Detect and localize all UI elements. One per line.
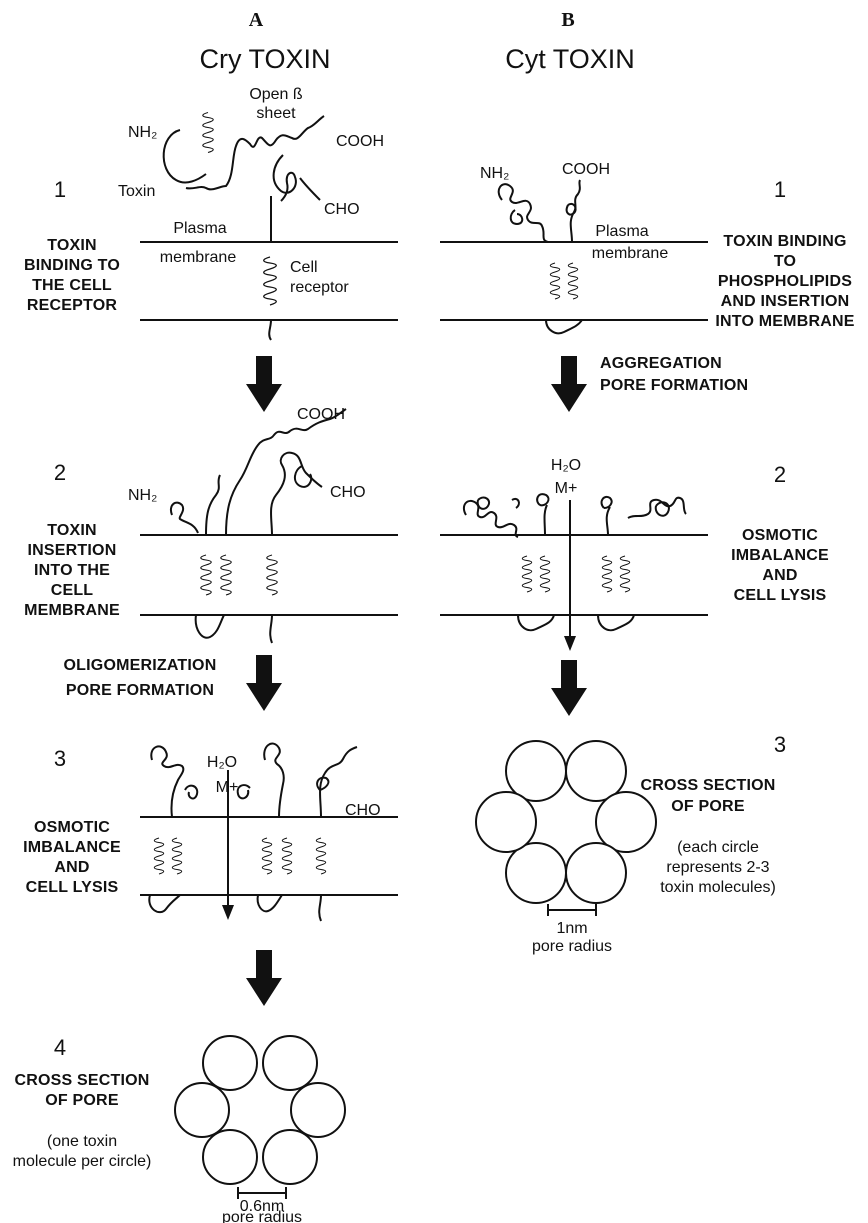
step-a2-caption-line: TOXIN — [47, 522, 97, 539]
toxin-circle — [596, 792, 656, 852]
open-b-sheet-label: sheet — [256, 105, 296, 122]
step-a2-caption-line: INTO THE — [34, 562, 110, 579]
h2o-label: H₂O — [207, 754, 237, 771]
step-b1-caption-line: AND INSERTION — [721, 293, 850, 310]
panel-b-title: Cyt TOXIN — [505, 44, 635, 74]
open-b-sheet-label: Open ß — [249, 86, 303, 103]
step-b1-caption-line: TOXIN BINDING — [723, 233, 846, 250]
h2o-label: H₂O — [551, 457, 581, 474]
step-b3-note-line: represents 2-3 — [666, 859, 769, 876]
step-a4-caption-line: CROSS SECTION — [14, 1072, 149, 1089]
scale-a-label: pore radius — [222, 1209, 302, 1223]
cyt-toxin-bound-structure — [499, 180, 582, 333]
cho-label: CHO — [345, 802, 381, 819]
cho-label: CHO — [324, 201, 360, 218]
step-a1-caption-line: TOXIN — [47, 237, 97, 254]
step-a2-caption-line: MEMBRANE — [24, 602, 120, 619]
step-b2-number: 2 — [774, 462, 786, 487]
down-arrow-icon — [564, 636, 576, 651]
cho-label: CHO — [330, 484, 366, 501]
step-a2-number: 2 — [54, 460, 66, 485]
cooh-label: COOH — [297, 406, 345, 423]
toxin-circle — [175, 1083, 229, 1137]
toxin-circle — [263, 1036, 317, 1090]
plasma-membrane-label: membrane — [592, 245, 669, 262]
step-b1-caption-line: PHOSPHOLIPIDS — [718, 273, 852, 290]
cry-toxin-inserted-structure — [171, 409, 346, 643]
down-arrow-icon — [246, 950, 282, 1006]
toxin-circle — [506, 741, 566, 801]
plasma-membrane-label: Plasma — [595, 223, 648, 240]
cooh-label: COOH — [336, 133, 384, 150]
down-arrow-icon — [551, 660, 587, 716]
cyt-toxin-aggregate-structure — [464, 494, 686, 630]
step-b3-caption-line: CROSS SECTION — [640, 777, 775, 794]
down-arrow-icon — [246, 655, 282, 711]
aggregation-label: AGGREGATION — [600, 355, 722, 372]
toxin-circle — [291, 1083, 345, 1137]
step-a2-caption-line: CELL — [51, 582, 94, 599]
toxin-circle — [263, 1130, 317, 1184]
toxin-circle — [566, 843, 626, 903]
plasma-membrane-label: Plasma — [173, 220, 226, 237]
cooh-label: COOH — [562, 161, 610, 178]
step-b3-note-line: (each circle — [677, 839, 759, 856]
step-a4-note-line: (one toxin — [47, 1133, 117, 1150]
cell-receptor-label: receptor — [290, 279, 349, 296]
step-a3-caption-line: IMBALANCE — [23, 839, 121, 856]
nh2-label: NH₂ — [128, 124, 157, 141]
toxin-label: Toxin — [118, 183, 155, 200]
down-arrow-icon — [246, 356, 282, 412]
oligomerization-label: PORE FORMATION — [66, 682, 214, 699]
toxin-circle — [203, 1130, 257, 1184]
scale-b-label: pore radius — [532, 938, 612, 955]
step-a1-caption-line: THE CELL — [32, 277, 112, 294]
step-a1-caption-line: BINDING TO — [24, 257, 120, 274]
step-a2-caption-line: INSERTION — [28, 542, 117, 559]
cyt-pore-cross-section — [476, 741, 656, 903]
toxin-circle — [203, 1036, 257, 1090]
aggregation-label: PORE FORMATION — [600, 377, 748, 394]
m-plus-label: M+ — [555, 480, 578, 497]
step-b3-number: 3 — [774, 732, 786, 757]
step-a3-number: 3 — [54, 746, 66, 771]
step-b3-caption-line: OF PORE — [671, 798, 745, 815]
step-a4-caption-line: OF PORE — [45, 1092, 119, 1109]
step-b2-caption-line: OSMOTIC — [742, 527, 818, 544]
panel-a-letter: A — [249, 9, 264, 31]
step-a1-number: 1 — [54, 177, 66, 202]
nh2-label: NH₂ — [128, 487, 157, 504]
step-a4-number: 4 — [54, 1035, 66, 1060]
scale-bar-b — [548, 904, 596, 916]
step-b2-caption-line: AND — [762, 567, 797, 584]
panel-a-title: Cry TOXIN — [199, 44, 330, 74]
toxin-circle — [506, 843, 566, 903]
m-plus-label: M+ — [216, 779, 239, 796]
down-arrow-icon — [551, 356, 587, 412]
toxin-circle — [476, 792, 536, 852]
step-b1-caption-line: INTO MEMBRANE — [715, 313, 854, 330]
panel-b-letter: B — [561, 9, 574, 31]
down-arrow-icon — [222, 905, 234, 920]
step-b1-caption-line: TO — [774, 253, 796, 270]
toxin-circle — [566, 741, 626, 801]
step-a3-caption-line: OSMOTIC — [34, 819, 110, 836]
step-a4-note-line: molecule per circle) — [13, 1153, 152, 1170]
scale-b-length: 1nm — [556, 920, 587, 937]
step-b2-caption-line: CELL LYSIS — [734, 587, 827, 604]
step-b2-caption-line: IMBALANCE — [731, 547, 829, 564]
plasma-membrane-label: membrane — [160, 249, 237, 266]
step-a1-caption-line: RECEPTOR — [27, 297, 117, 314]
step-a3-caption-line: CELL LYSIS — [26, 879, 119, 896]
step-a3-caption-line: AND — [54, 859, 89, 876]
step-b3-note-line: toxin molecules) — [660, 879, 776, 896]
cry-pore-cross-section — [175, 1036, 345, 1184]
oligomerization-label: OLIGOMERIZATION — [64, 657, 217, 674]
cell-receptor-label: Cell — [290, 259, 318, 276]
step-b1-number: 1 — [774, 177, 786, 202]
nh2-label: NH₂ — [480, 165, 509, 182]
